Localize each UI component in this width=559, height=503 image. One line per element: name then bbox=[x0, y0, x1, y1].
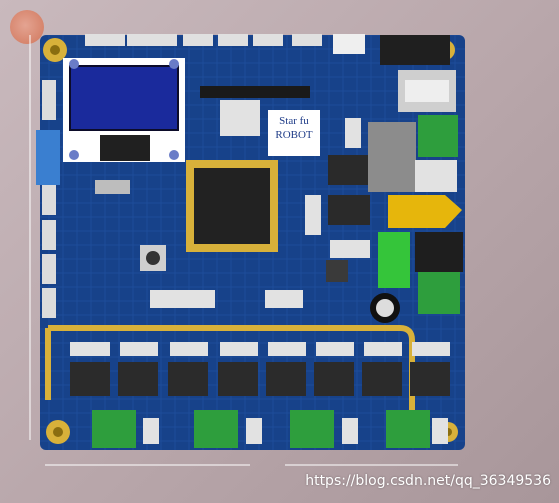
driver-1 bbox=[70, 362, 110, 396]
jumper-block-1 bbox=[328, 155, 370, 185]
regulator bbox=[326, 260, 348, 282]
left-capacitor-blue bbox=[36, 130, 60, 185]
board-label-line2: ROBOT bbox=[275, 129, 313, 141]
terminal-bottom-3 bbox=[290, 410, 334, 448]
lower-connector-2 bbox=[265, 290, 303, 308]
terminal-green-bright bbox=[378, 232, 410, 288]
driver-3 bbox=[168, 362, 208, 396]
oled-ribbon bbox=[100, 135, 150, 161]
left-header-2 bbox=[42, 185, 56, 215]
board-label-line1: Star fu bbox=[279, 115, 309, 127]
left-header-1 bbox=[42, 80, 56, 120]
top-connector-2 bbox=[127, 34, 177, 46]
mid-connector-b bbox=[305, 195, 321, 235]
power-trace bbox=[48, 325, 415, 412]
top-connector-5 bbox=[253, 34, 283, 46]
mid-connector-a bbox=[220, 100, 260, 136]
terminal-bottom-4 bbox=[386, 410, 430, 448]
terminal-green-1 bbox=[418, 115, 458, 157]
top-right-header bbox=[380, 35, 450, 65]
left-header-5 bbox=[42, 288, 56, 318]
terminal-yellow bbox=[388, 195, 462, 228]
mcu-chip bbox=[194, 168, 270, 244]
terminal-bottom-2 bbox=[194, 410, 238, 448]
right-connector-1 bbox=[415, 160, 457, 192]
lower-connector-1 bbox=[150, 290, 215, 308]
jumper-block-2 bbox=[328, 195, 370, 225]
driver-pin-rows bbox=[70, 342, 450, 356]
terminal-bottom-1 bbox=[92, 410, 136, 448]
driver-8 bbox=[410, 362, 450, 396]
corner-marker bbox=[10, 10, 44, 44]
driver-6 bbox=[314, 362, 354, 396]
stepper-drivers bbox=[70, 362, 450, 396]
reset-button-cap bbox=[146, 251, 160, 265]
driver-5 bbox=[266, 362, 306, 396]
mid-connector-c bbox=[345, 118, 361, 148]
crystal bbox=[95, 180, 130, 194]
watermark-text: https://blog.csdn.net/qq_36349536 bbox=[305, 473, 551, 489]
top-connector-1 bbox=[85, 34, 125, 46]
top-connector-6 bbox=[292, 34, 322, 46]
terminal-green-2 bbox=[418, 272, 460, 314]
driver-7 bbox=[362, 362, 402, 396]
driver-4 bbox=[218, 362, 258, 396]
oled-screen bbox=[69, 65, 179, 131]
driver-2 bbox=[118, 362, 158, 396]
board-silkscreen-label: Star fu ROBOT bbox=[268, 110, 320, 156]
left-header-3 bbox=[42, 220, 56, 250]
power-connector-white bbox=[333, 34, 365, 54]
sd-card-slot bbox=[368, 122, 416, 192]
left-header-4 bbox=[42, 254, 56, 284]
mid-connector-d bbox=[330, 240, 370, 258]
top-connector-4 bbox=[218, 34, 248, 46]
dc-jack bbox=[415, 232, 463, 272]
pin-header-row bbox=[200, 86, 310, 98]
top-connector-3 bbox=[183, 34, 213, 46]
